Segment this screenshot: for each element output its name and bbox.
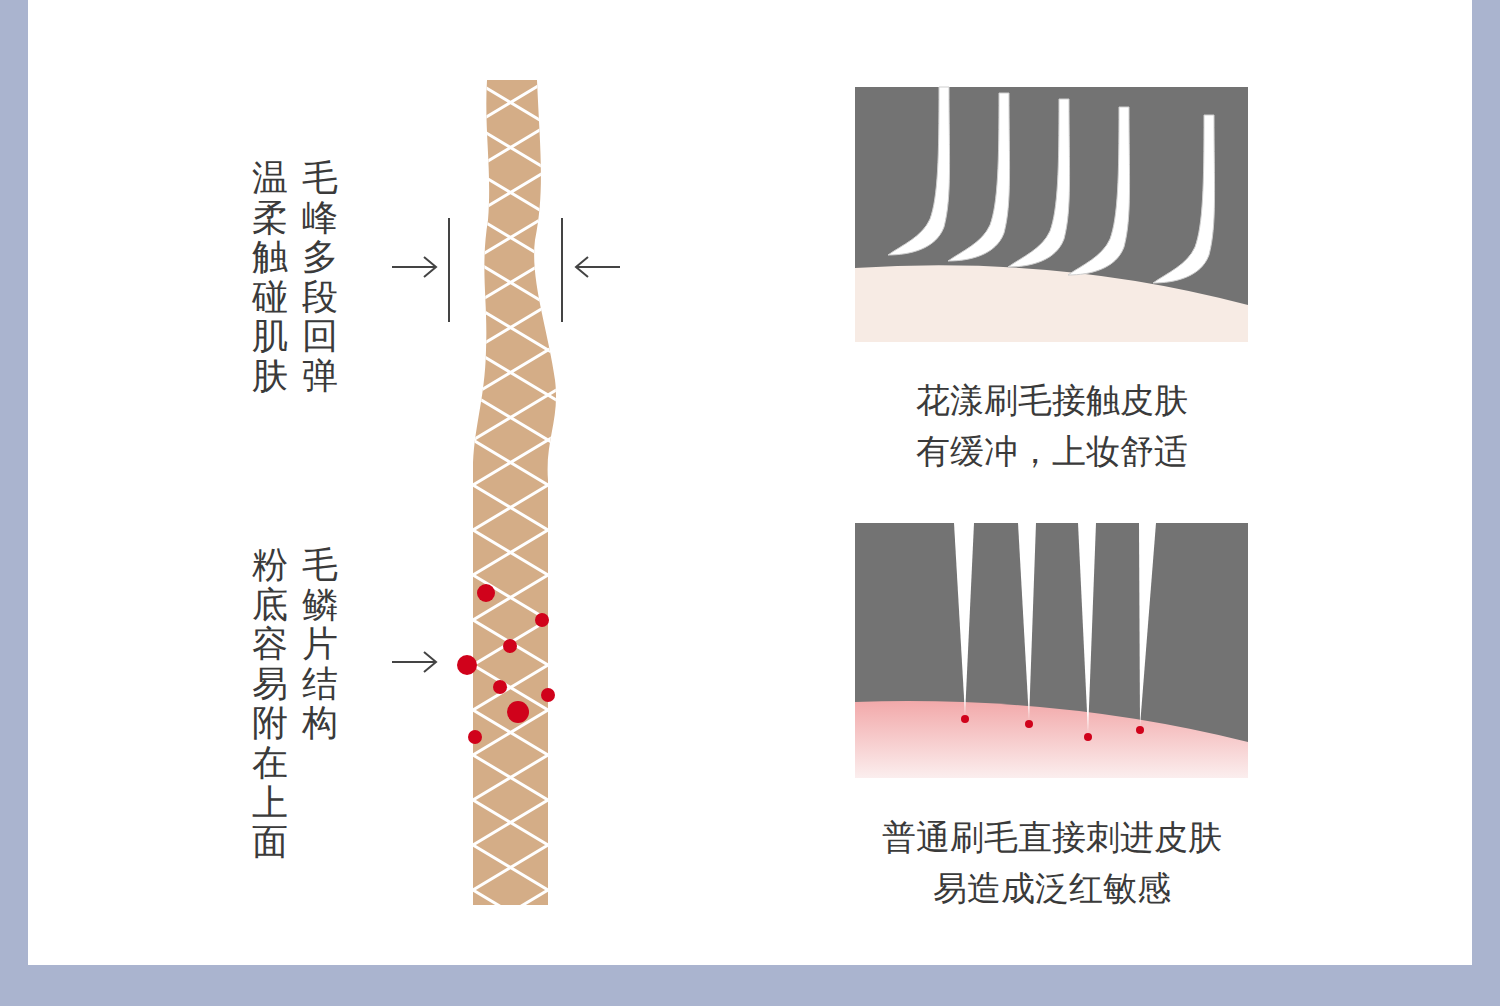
feature-text: 毛鳞片结构 (302, 545, 338, 743)
feature-text: 温柔触碰肌肤 (252, 158, 288, 396)
feature-text: 毛峰多段回弹 (302, 158, 338, 396)
compression-arrows (392, 218, 620, 672)
caption-text: 普通刷毛直接刺进皮肤 易造成泛红敏感 (866, 812, 1238, 914)
caption-text: 花漾刷毛接触皮肤 有缓冲，上妆舒适 (902, 375, 1202, 477)
ordinary-bristle-panel (855, 523, 1248, 778)
hair-strand (460, 80, 570, 910)
white-panel (28, 0, 1472, 965)
foundation-dots (457, 584, 555, 744)
soft-bristle-panel (855, 87, 1248, 342)
feature-text: 粉底容易附在上面 (252, 545, 288, 862)
